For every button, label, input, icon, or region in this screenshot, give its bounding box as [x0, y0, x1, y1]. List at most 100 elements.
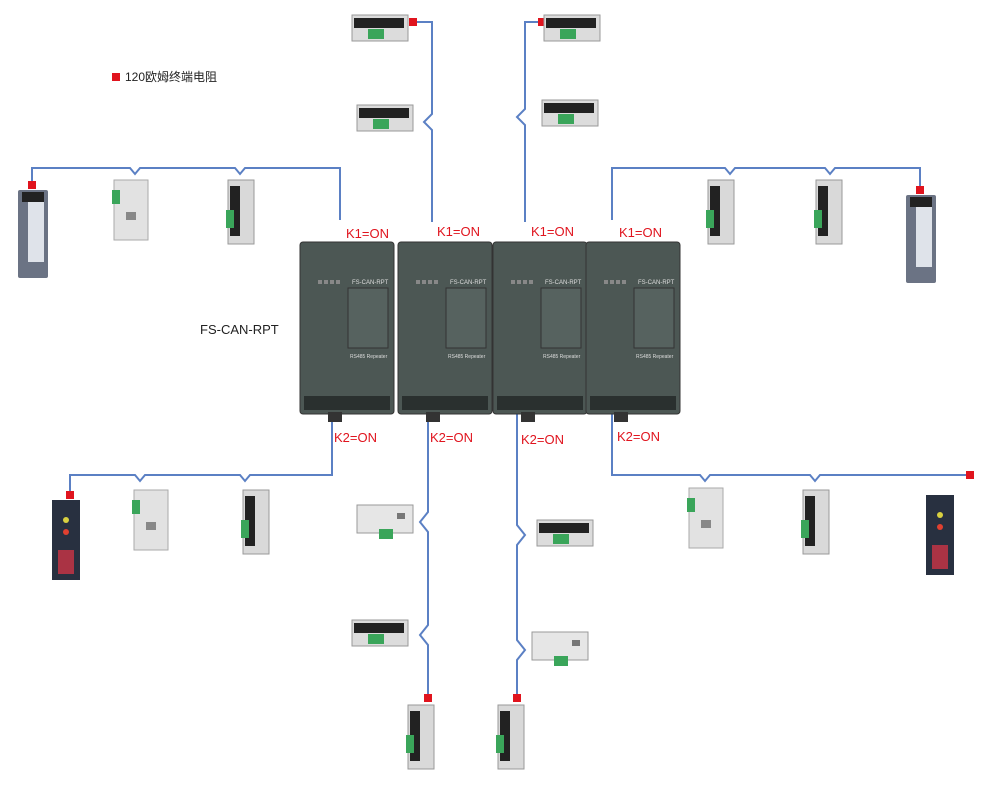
terminator-resistor-icon	[409, 18, 417, 26]
terminator-resistor-icon	[424, 694, 432, 702]
green-connector	[706, 210, 714, 228]
led-indicator	[604, 280, 608, 284]
mount-tab	[614, 412, 628, 422]
green-connector	[406, 735, 414, 753]
green-connector	[112, 190, 120, 204]
module-subtitle: RS485 Repeater	[543, 354, 581, 360]
terminator-resistor-icon	[513, 694, 521, 702]
module-front	[546, 18, 596, 28]
bus-wire	[516, 405, 527, 698]
led-indicator	[324, 280, 328, 284]
module-port	[701, 520, 711, 528]
bus-wire	[611, 405, 970, 483]
module-subtitle: RS485 Repeater	[636, 354, 674, 360]
terminator-resistor-icon	[966, 471, 974, 479]
plc-panel	[58, 550, 74, 574]
green-connector	[801, 520, 809, 538]
plc-device	[18, 190, 48, 278]
plc2-device	[926, 495, 954, 575]
module-model: FS-CAN-RPT	[638, 280, 675, 286]
legend-label: 120欧姆终端电阻	[125, 70, 218, 84]
plc-top	[22, 192, 44, 202]
module-front	[230, 186, 240, 236]
repeater-module: FS-CAN-RPT RS485 Repeater	[299, 241, 395, 422]
module-model: FS-CAN-RPT	[545, 280, 582, 286]
module-model: FS-CAN-RPT	[450, 280, 487, 286]
mount-tab	[328, 412, 342, 422]
k1-label: K1=ON	[531, 224, 574, 239]
module-subtitle: RS485 Repeater	[350, 354, 388, 360]
k1-label: K1=ON	[437, 224, 480, 239]
module-front	[710, 186, 720, 236]
module-port	[146, 522, 156, 530]
led-indicator	[422, 280, 426, 284]
led-indicator	[511, 280, 515, 284]
bus-wire	[418, 405, 429, 698]
flat-device	[541, 99, 599, 127]
green-connector	[560, 29, 576, 39]
module-front	[245, 496, 255, 546]
module-body	[133, 489, 169, 551]
green-connector	[132, 500, 140, 514]
green-connector	[814, 210, 822, 228]
terminal-vents	[304, 396, 390, 410]
flat-device	[351, 619, 409, 647]
box-device	[356, 504, 414, 539]
module-front	[354, 18, 404, 28]
bus-wire	[413, 21, 433, 222]
terminator-resistor-icon	[66, 491, 74, 499]
green-connector	[368, 29, 384, 39]
led-indicator	[622, 280, 626, 284]
led-indicator	[517, 280, 521, 284]
k1-label: K1=ON	[619, 225, 662, 240]
slim-device	[226, 179, 255, 245]
bus-wire	[515, 21, 542, 222]
green-connector	[553, 534, 569, 544]
green-connector	[241, 520, 249, 538]
terminal-vents	[497, 396, 583, 410]
module-front	[500, 711, 510, 761]
module-housing	[299, 241, 395, 415]
plc-top	[910, 197, 932, 207]
led-indicator	[330, 280, 334, 284]
green-connector	[554, 656, 568, 666]
led-indicator	[434, 280, 438, 284]
module-front	[805, 496, 815, 546]
flat-device	[356, 104, 414, 132]
led	[63, 517, 69, 523]
green-connector	[368, 634, 384, 644]
terminator-legend-icon	[112, 72, 120, 81]
green-connector	[373, 119, 389, 129]
module-port	[572, 640, 580, 646]
module-port	[397, 513, 405, 519]
bus-wire	[611, 167, 921, 220]
k2-label: K2=ON	[617, 429, 660, 444]
led	[63, 529, 69, 535]
led-indicator	[318, 280, 322, 284]
flat-device	[543, 14, 601, 42]
led-indicator	[523, 280, 527, 284]
k2-label: K2=ON	[334, 430, 377, 445]
bus-wire	[31, 167, 341, 220]
led	[937, 512, 943, 518]
led-indicator	[336, 280, 340, 284]
green-connector	[496, 735, 504, 753]
led-indicator	[529, 280, 533, 284]
flat-device	[351, 14, 409, 42]
grey-device	[132, 489, 169, 551]
plc-panel	[932, 545, 948, 569]
k1-label: K1=ON	[346, 226, 389, 241]
module-housing	[397, 241, 493, 415]
slim-device	[801, 489, 830, 555]
led	[937, 524, 943, 530]
module-model: FS-CAN-RPT	[352, 280, 389, 286]
grey-device	[687, 487, 724, 549]
module-front	[410, 711, 420, 761]
terminator-resistor-icon	[538, 18, 546, 26]
plc-terminal	[28, 202, 44, 262]
repeater-module: FS-CAN-RPT RS485 Repeater	[492, 241, 588, 422]
mount-tab	[426, 412, 440, 422]
